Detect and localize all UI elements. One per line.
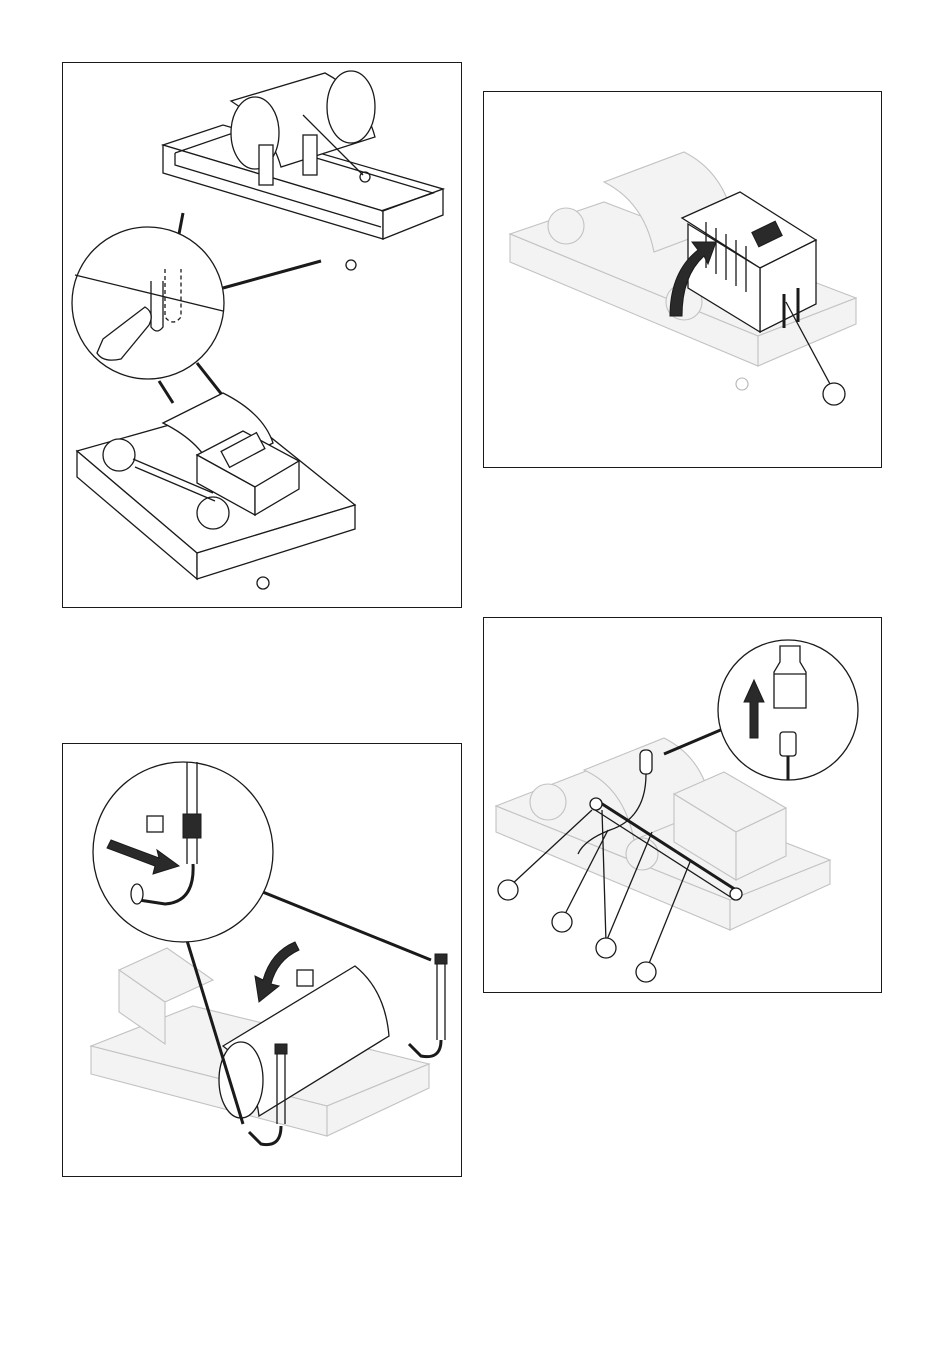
- figure-panel-bottom-right: [483, 617, 882, 993]
- callout-circle-icon: [552, 912, 572, 932]
- square-marker-icon: [297, 970, 313, 986]
- callout-circle-icon: [498, 880, 518, 900]
- callout-circle-icon: [596, 938, 616, 958]
- electronics-box-illustration: [484, 92, 881, 467]
- square-marker-icon: [147, 816, 163, 832]
- callout-circle-icon: [823, 383, 845, 405]
- callout-circle-icon: [636, 962, 656, 982]
- lower-appliance: [77, 393, 355, 589]
- figure-panel-top-right: [483, 91, 882, 468]
- appliance-removal-illustration: [63, 63, 461, 607]
- figure-panel-bottom-left: [62, 743, 462, 1177]
- arrow-icon: [255, 942, 299, 1002]
- detail-magnifier: [664, 640, 858, 780]
- figure-panel-top-left: [62, 62, 462, 608]
- sensor-removal-illustration: [484, 618, 881, 992]
- tank-removal-illustration: [63, 744, 461, 1176]
